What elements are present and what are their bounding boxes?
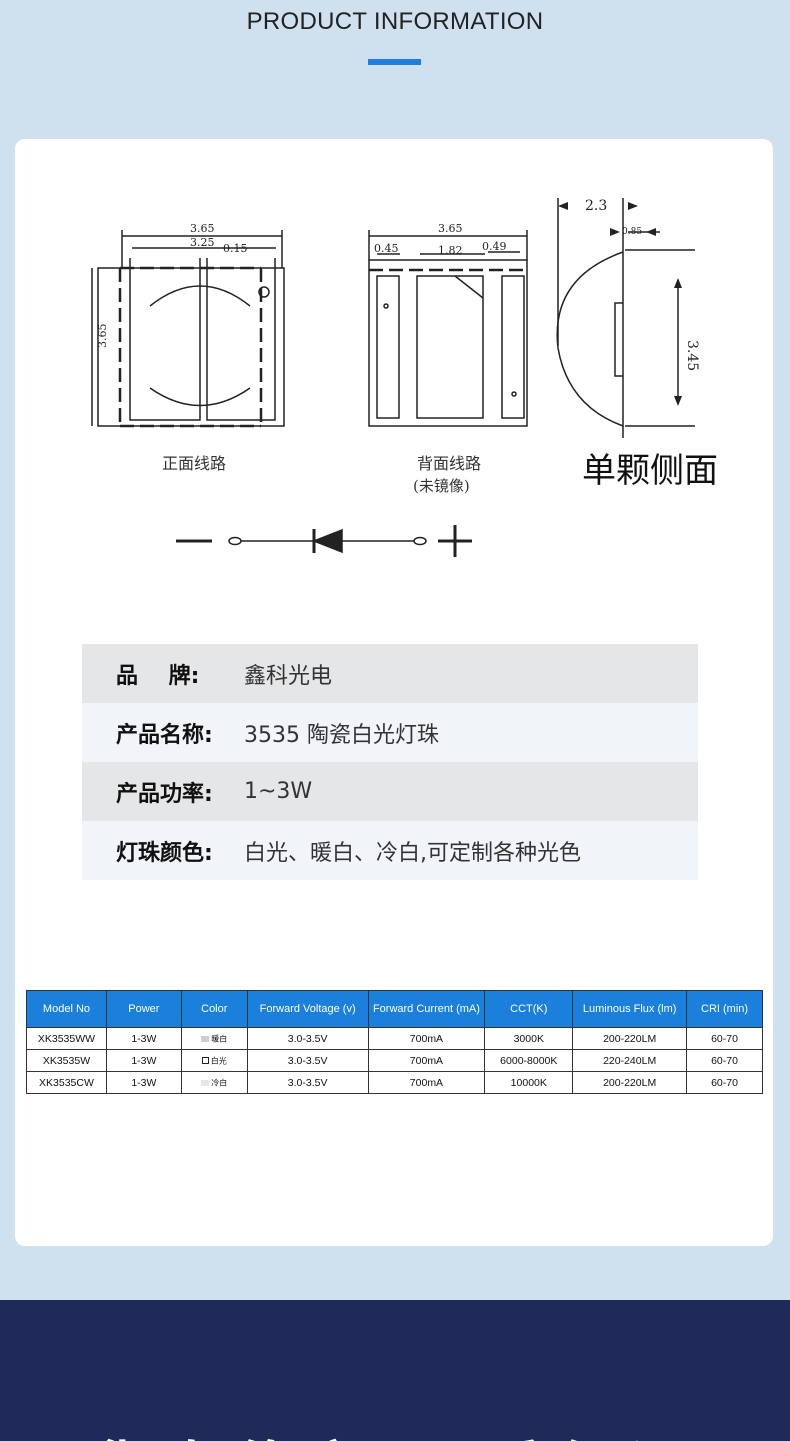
color-swatch [201,1035,210,1042]
cell-power: 1-3W [105,1049,182,1072]
back-view-subcaption: (未镜像) [413,477,470,495]
title-underline [368,59,421,65]
technical-diagrams: 3.65 3.25 0.15 3.65 3.65 0.45 1.82 0.49 … [80,188,730,558]
info-row-color: 灯珠颜色: 白光、暖白、冷白,可定制各种光色 [82,821,698,880]
cell-voltage: 3.0-3.5V [246,1027,369,1050]
front-height-label: 3.65 [96,324,109,349]
col-current: Forward Current (mA) [367,990,486,1028]
cell-color: 白光 [180,1049,248,1072]
col-flux: Luminous Flux (lm) [572,990,688,1028]
table-row: XK3535CW 1-3W 冷白 3.0-3.5V 700mA 10000K 2… [26,1071,763,1094]
back-left-label: 0.45 [374,242,399,255]
col-cct: CCT(K) [484,990,574,1028]
info-value: 1~3W [244,779,313,804]
cell-color: 冷白 [180,1071,248,1094]
dimension-drawing: 3.65 3.25 0.15 3.65 3.65 0.45 1.82 0.49 … [91,198,700,557]
info-row-brand: 品 牌: 鑫科光电 [82,644,698,703]
color-swatch [201,1079,210,1086]
table-row: XK3535W 1-3W 白光 3.0-3.5V 700mA 6000-8000… [26,1049,763,1072]
col-cri: CRI (min) [686,990,763,1028]
cell-model: XK3535WW [26,1027,107,1050]
front-inner-label: 3.25 [190,236,215,249]
front-view-caption: 正面线路 [162,454,227,473]
info-label: 产品名称: [116,722,213,748]
info-label: 灯珠颜色: [116,840,213,866]
cell-current: 700mA [367,1049,486,1072]
side-height-label: 3.45 [684,340,700,371]
cell-flux: 220-240LM [572,1049,688,1072]
cell-current: 700mA [367,1071,486,1094]
spec-table: Model No Power Color Forward Voltage (v)… [26,990,763,1094]
color-text: 暖白 [211,1034,228,1044]
info-value: 鑫科光电 [244,663,333,689]
back-width-label: 3.65 [438,222,463,235]
side-view-caption: 单颗侧面 [582,451,718,491]
back-view-caption: 背面线路 [417,454,482,473]
footer-band: 货真价实 品质保证 [0,1300,790,1441]
side-top-label: 2.3 [585,198,607,214]
info-value: 白光、暖白、冷白,可定制各种光色 [244,840,581,866]
back-right-label: 0.49 [482,240,507,253]
info-row-power: 产品功率: 1~3W [82,762,698,821]
info-row-name: 产品名称: 3535 陶瓷白光灯珠 [82,703,698,762]
side-small-label: 0.85 [622,227,642,237]
cell-cri: 60-70 [686,1049,763,1072]
section-title: PRODUCT INFORMATION [246,8,544,35]
info-label: 产品功率: [116,781,213,807]
cell-color: 暖白 [180,1027,248,1050]
cell-current: 700mA [367,1027,486,1050]
cell-model: XK3535W [26,1049,107,1072]
cell-cri: 60-70 [686,1071,763,1094]
table-row: XK3535WW 1-3W 暖白 3.0-3.5V 700mA 3000K 20… [26,1027,763,1050]
cell-power: 1-3W [105,1071,182,1094]
cell-voltage: 3.0-3.5V [246,1049,369,1072]
cell-cct: 3000K [484,1027,574,1050]
info-value: 3535 陶瓷白光灯珠 [244,722,439,748]
cell-flux: 200-220LM [572,1027,688,1050]
cell-power: 1-3W [105,1027,182,1050]
cell-cct: 10000K [484,1071,574,1094]
col-color: Color [180,990,248,1028]
product-info-list: 品 牌: 鑫科光电 产品名称: 3535 陶瓷白光灯珠 产品功率: 1~3W 灯… [82,644,698,880]
cell-voltage: 3.0-3.5V [246,1071,369,1094]
color-swatch [201,1057,209,1065]
cell-flux: 200-220LM [572,1071,688,1094]
color-text: 冷白 [211,1078,228,1088]
cell-cri: 60-70 [686,1027,763,1050]
color-text: 白光 [210,1056,227,1066]
cell-model: XK3535CW [26,1071,107,1094]
cell-cct: 6000-8000K [484,1049,574,1072]
col-voltage: Forward Voltage (v) [246,990,369,1028]
front-width-label: 3.65 [190,222,215,235]
footer-headline: 货真价实 品质保证 [0,1422,790,1441]
back-mid-label: 1.82 [438,244,463,257]
front-gap-label: 0.15 [223,242,248,255]
col-model: Model No [26,990,107,1028]
spec-header-row: Model No Power Color Forward Voltage (v)… [26,990,763,1028]
info-label: 品 牌: [116,663,200,689]
col-power: Power [105,990,182,1028]
